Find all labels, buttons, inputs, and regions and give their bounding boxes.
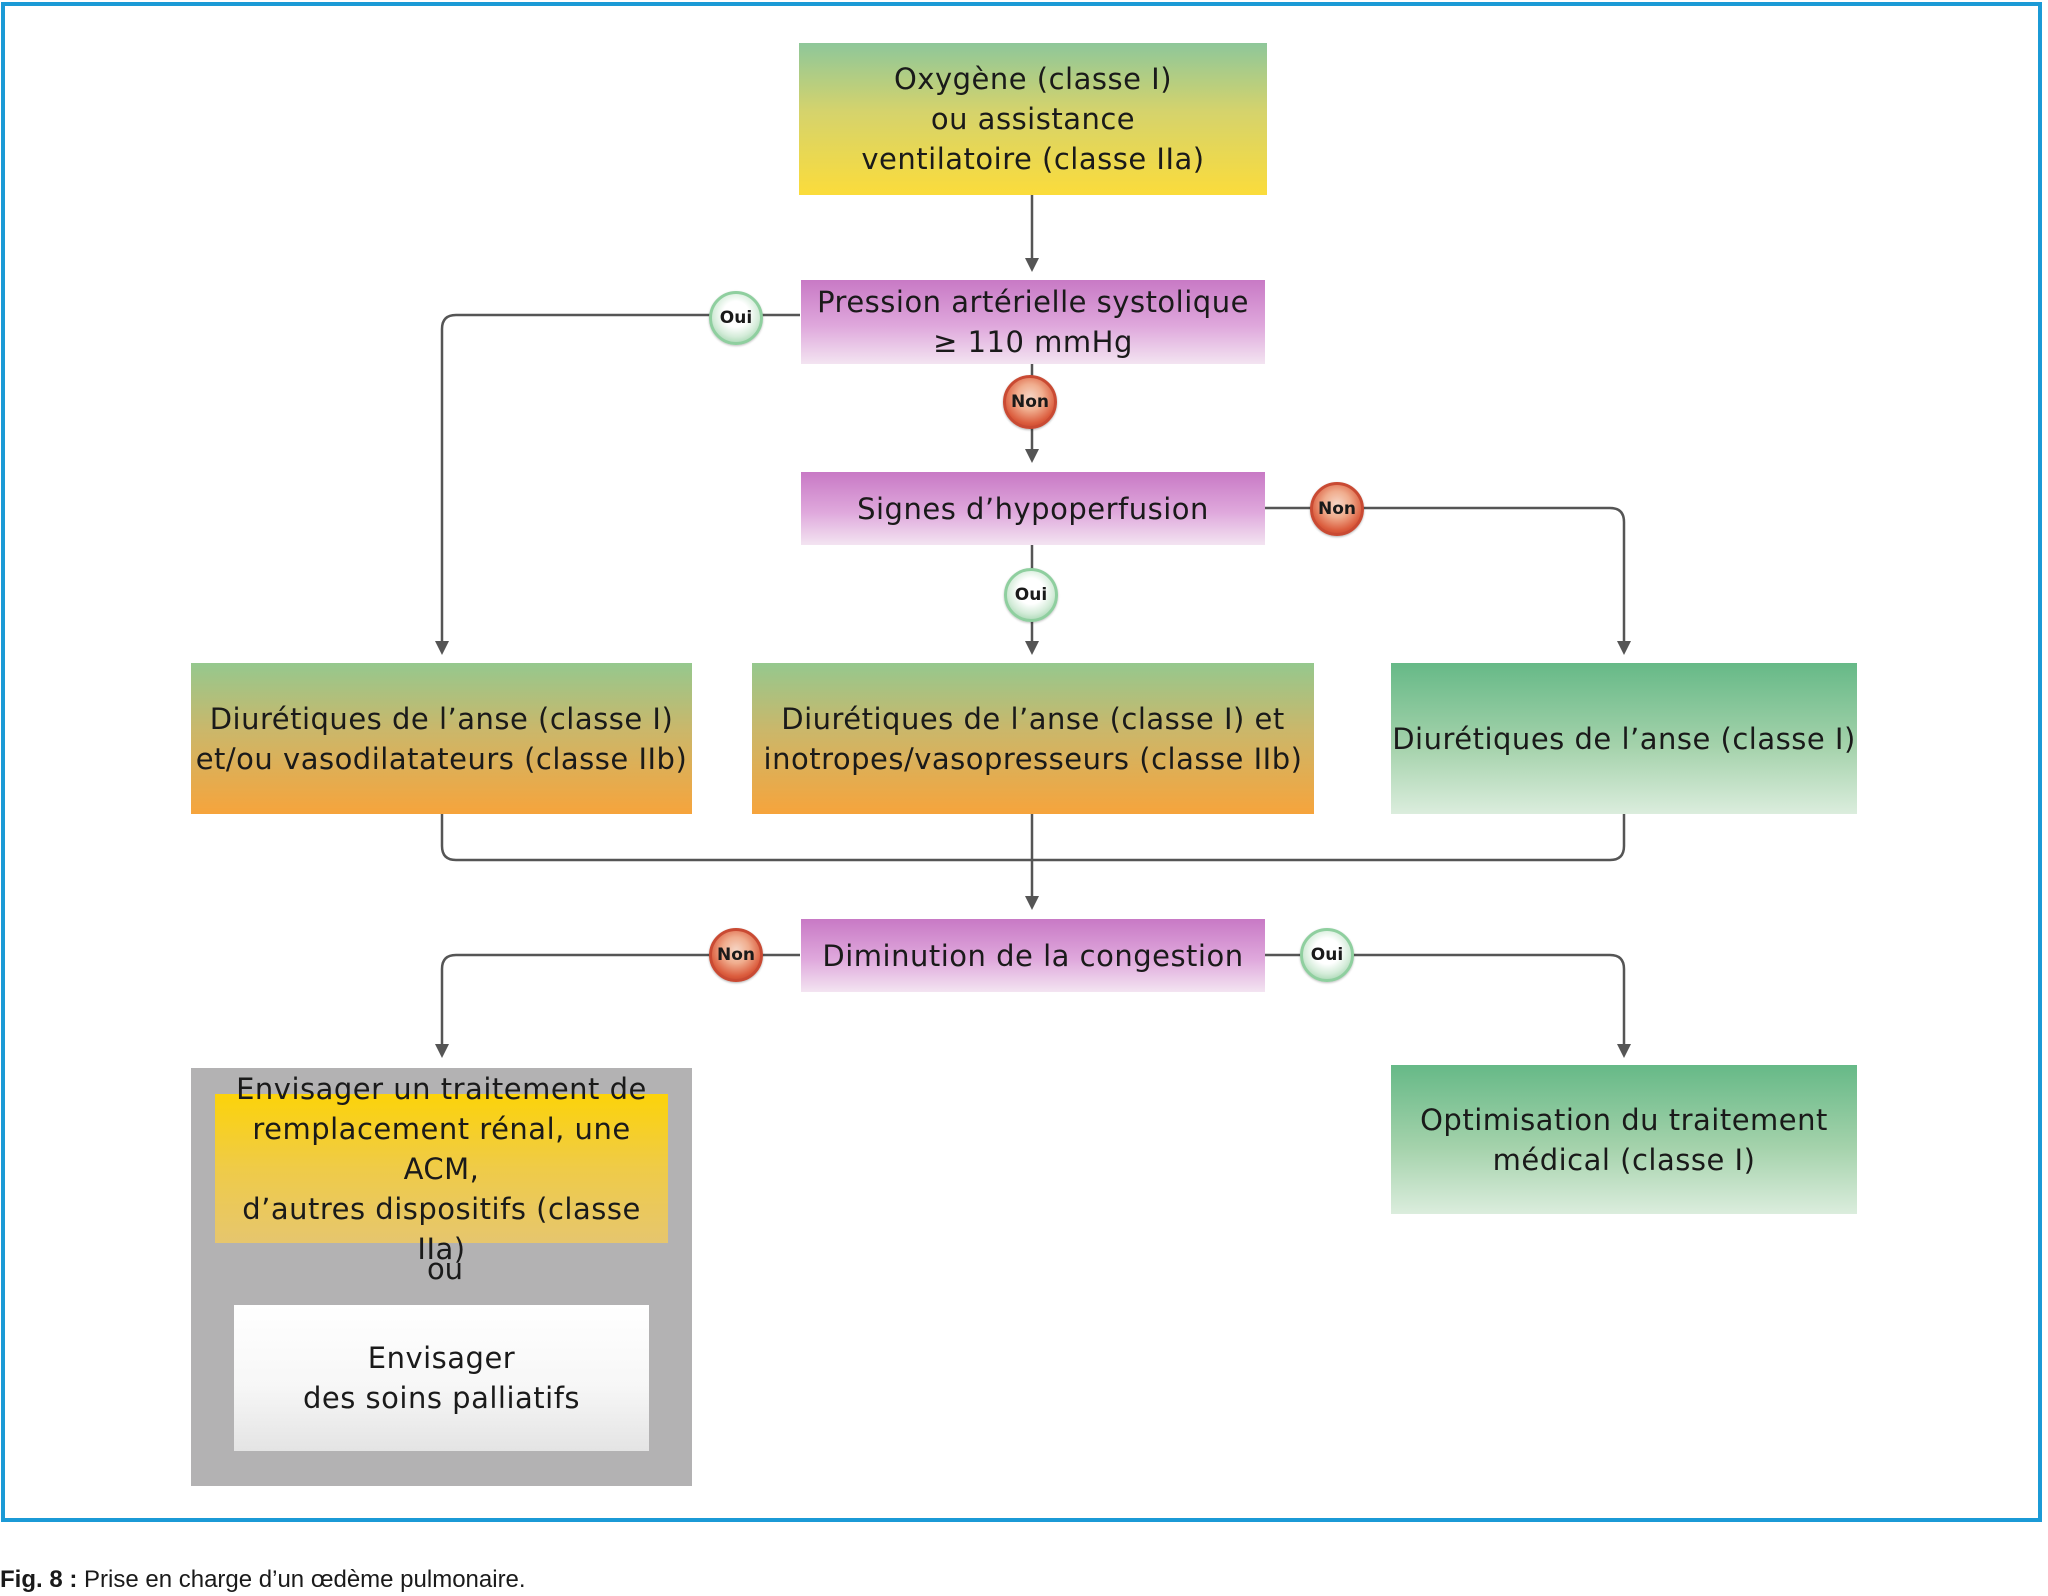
- node-optimisation: Optimisation du traitement médical (clas…: [1391, 1065, 1857, 1214]
- arrowhead-cong-oui: [1617, 1044, 1631, 1058]
- badge-pas-non: Non: [1003, 375, 1057, 429]
- node-diuretics-vasodilators-text: Diurétiques de l’anse (classe I) et/ou v…: [195, 701, 688, 776]
- merge-right: [1032, 814, 1626, 862]
- figure-frame: [1, 2, 2042, 1522]
- arrow-hypo-non: [1265, 506, 1626, 643]
- node-diuretics-only: Diurétiques de l’anse (classe I): [1391, 663, 1857, 814]
- node-congestion-text: Diminution de la congestion: [822, 938, 1244, 973]
- node-diuretics-only-text: Diurétiques de l’anse (classe I): [1392, 721, 1856, 756]
- node-palliative-care-text: Envisager des soins palliatifs: [302, 1341, 581, 1415]
- node-optimisation-text: Optimisation du traitement médical (clas…: [1420, 1102, 1828, 1177]
- arrow-cong-non: [440, 953, 800, 1045]
- node-congestion: Diminution de la congestion: [801, 919, 1265, 992]
- node-systolic-pressure-text: Pression artérielle systolique ≥ 110 mmH…: [817, 285, 1249, 359]
- node-systolic-pressure: Pression artérielle systolique ≥ 110 mmH…: [801, 280, 1265, 364]
- arrowhead-hypo-oui: [1025, 641, 1039, 655]
- merge-left: [440, 814, 1032, 862]
- node-hypoperfusion: Signes d’hypoperfusion: [801, 472, 1265, 545]
- node-oxygen-text: Oxygène (classe I) ou assistance ventila…: [861, 62, 1205, 176]
- figure-caption: Fig. 8 : Prise en charge d’un œdème pulm…: [0, 1566, 526, 1594]
- node-hypoperfusion-text: Signes d’hypoperfusion: [857, 491, 1209, 526]
- or-label: ou: [426, 1252, 464, 1286]
- node-diuretics-inotropes-text: Diurétiques de l’anse (classe I) et inot…: [763, 701, 1303, 776]
- arrow-pas-oui: [440, 313, 800, 643]
- node-renal-replacement: Envisager un traitement de remplacement …: [215, 1072, 668, 1266]
- figure-caption-text: Prise en charge d’un œdème pulmonaire.: [77, 1566, 526, 1593]
- arrowhead-hypo-non: [1617, 641, 1631, 655]
- arrowhead-congestion: [1025, 896, 1039, 910]
- node-renal-replacement-text: Envisager un traitement de remplacement …: [236, 1071, 647, 1266]
- node-diuretics-inotropes: Diurétiques de l’anse (classe I) et inot…: [752, 663, 1314, 814]
- arrow-cong-oui: [1265, 953, 1626, 1045]
- node-palliative-care: Envisager des soins palliatifs: [234, 1305, 649, 1451]
- badge-hypo-oui: Oui: [1004, 568, 1058, 622]
- badge-hypo-non: Non: [1310, 482, 1364, 536]
- node-oxygen: Oxygène (classe I) ou assistance ventila…: [799, 43, 1267, 195]
- badge-pas-oui: Oui: [709, 291, 763, 345]
- figure-caption-label: Fig. 8 :: [0, 1566, 78, 1593]
- badge-cong-oui: Oui: [1300, 928, 1354, 982]
- arrowhead-pas: [1025, 258, 1039, 272]
- badge-cong-non: Non: [709, 928, 763, 982]
- node-diuretics-vasodilators: Diurétiques de l’anse (classe I) et/ou v…: [191, 663, 692, 814]
- arrowhead-cong-non: [435, 1044, 449, 1058]
- arrowhead-pas-non: [1025, 449, 1039, 463]
- arrowhead-pas-oui: [435, 641, 449, 655]
